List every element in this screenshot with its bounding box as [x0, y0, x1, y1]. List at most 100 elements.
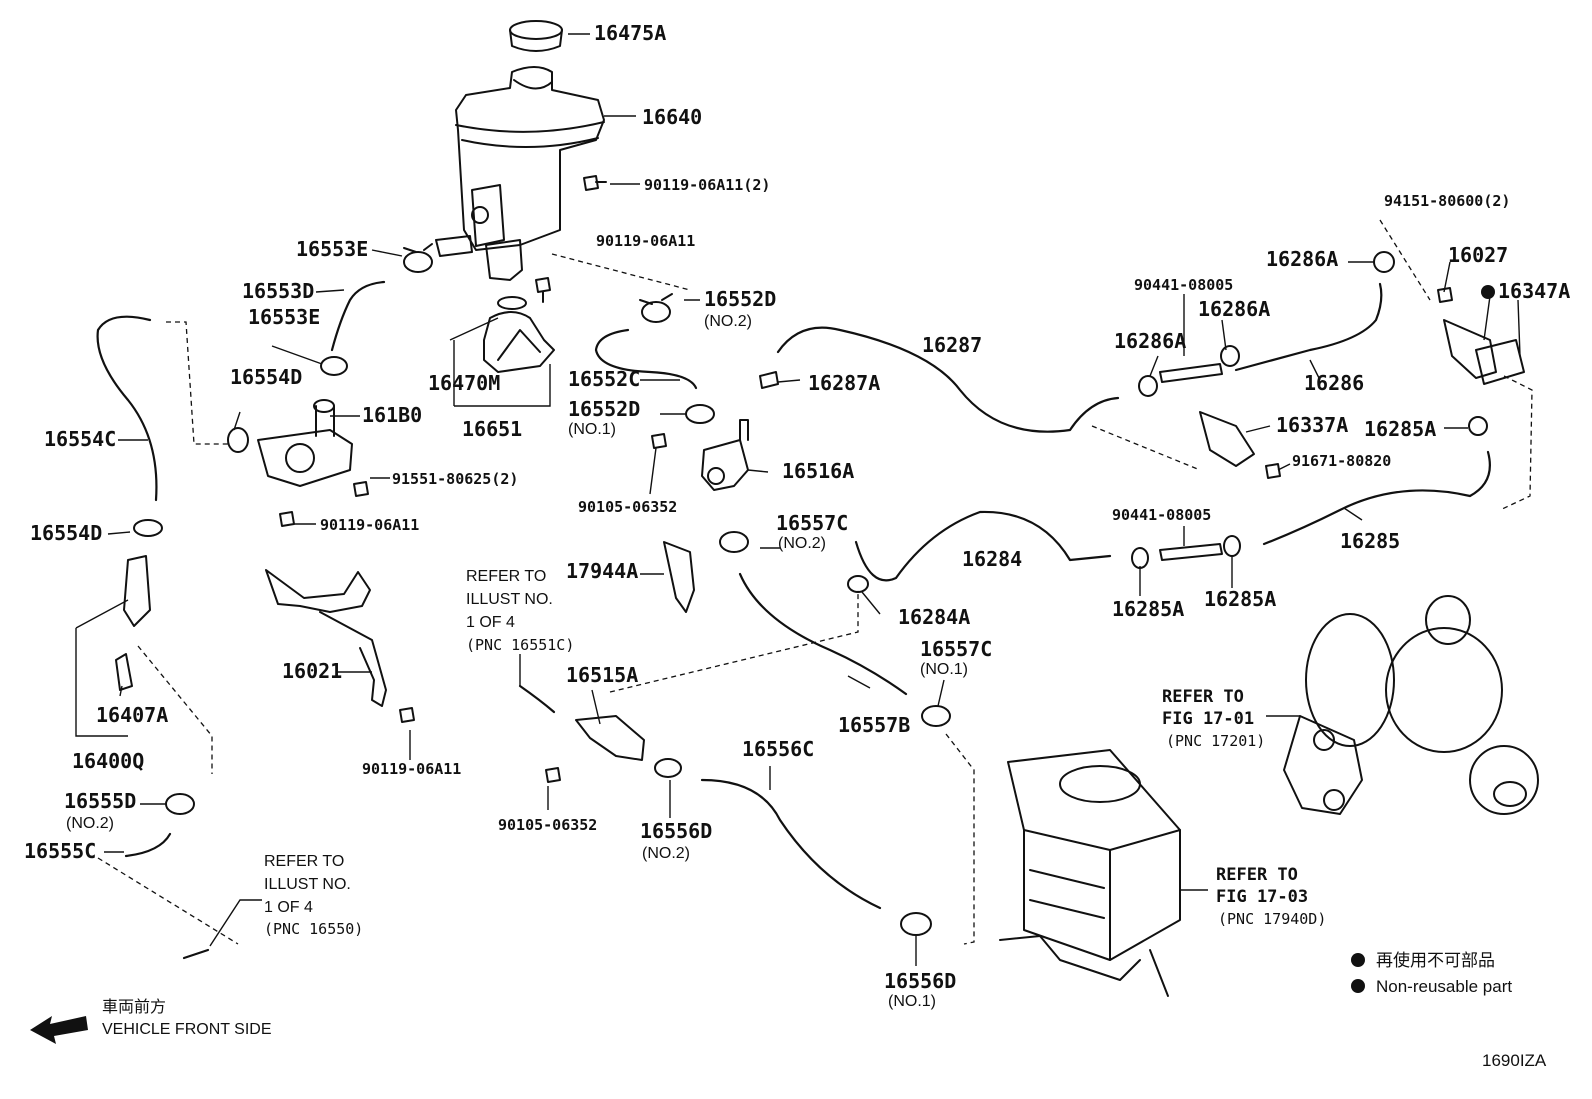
label-16284[interactable]: 16284 [962, 547, 1022, 571]
label-16553d[interactable]: 16553D [242, 279, 314, 303]
pipe-90441-08005-upper [1159, 363, 1223, 383]
hose-16284 [854, 510, 1112, 582]
label-16557c-b[interactable]: 16557C [920, 637, 992, 661]
label-90441-08005-b[interactable]: 90441-08005 [1112, 506, 1211, 524]
label-16284a[interactable]: 16284A [898, 605, 970, 629]
hose-16286 [1234, 282, 1383, 372]
bolt-90119-06a11-lower [399, 707, 415, 723]
label-16475a[interactable]: 16475A [594, 21, 666, 45]
label-16552d-a[interactable]: 16552D [704, 287, 776, 311]
pump-bracket [265, 569, 387, 707]
refer-line: (PNC 16551C) [466, 636, 574, 654]
label-16285[interactable]: 16285 [1340, 529, 1400, 553]
label-16554d-b[interactable]: 16554D [30, 521, 102, 545]
label-91551-80625[interactable]: 91551-80625(2) [392, 470, 518, 488]
qty-16556d-b: (NO.1) [888, 993, 936, 1010]
clamp-16553e-lower [320, 356, 348, 376]
label-90119-06a11-a[interactable]: 90119-06A11 [596, 232, 695, 250]
label-16552d-b[interactable]: 16552D [568, 397, 640, 421]
bolt-90119-06a11-tank [583, 175, 607, 191]
label-16287a[interactable]: 16287A [808, 371, 880, 395]
label-90105-06352-b[interactable]: 90105-06352 [498, 816, 597, 834]
label-16021[interactable]: 16021 [282, 659, 342, 683]
label-16515a[interactable]: 16515A [566, 663, 638, 687]
label-16556c[interactable]: 16556C [742, 737, 814, 761]
label-16285a-a[interactable]: 16285A [1364, 417, 1436, 441]
label-16516a[interactable]: 16516A [782, 459, 854, 483]
refer-line: (PNC 16550) [264, 920, 363, 938]
hose-connector-16400q [123, 555, 151, 627]
label-90105-06352-a[interactable]: 90105-06352 [578, 498, 677, 516]
label-16027[interactable]: 16027 [1448, 243, 1508, 267]
label-16555d[interactable]: 16555D [64, 789, 136, 813]
qty-16552d-a: (NO.2) [704, 313, 752, 330]
label-16286a-c[interactable]: 16286A [1114, 329, 1186, 353]
refer-note-fig-17-01[interactable]: REFER TO FIG 17-01 (PNC 17201) [1162, 687, 1265, 750]
water-fitting-16516a [701, 419, 749, 491]
bolt-94151-80600 [1437, 287, 1453, 303]
sensor-16337a [1199, 411, 1255, 467]
label-16556d-a[interactable]: 16556D [640, 819, 712, 843]
label-16553e-a[interactable]: 16553E [296, 237, 368, 261]
turbocharger [1283, 595, 1539, 815]
label-17944a[interactable]: 17944A [566, 559, 638, 583]
hose-16556c [700, 778, 882, 910]
label-90119-06a11-c[interactable]: 90119-06A11 [362, 760, 461, 778]
label-16286a-a[interactable]: 16286A [1266, 247, 1338, 271]
hose-16554c [96, 315, 158, 502]
label-16285a-b[interactable]: 16285A [1112, 597, 1184, 621]
label-94151-80600[interactable]: 94151-80600(2) [1384, 192, 1510, 210]
hose-16287 [776, 326, 1120, 433]
refer-note-16550[interactable]: REFER TO ILLUST NO. 1 OF 4 (PNC 16550) [264, 853, 363, 938]
hose-16553d [330, 280, 386, 352]
label-161b0[interactable]: 161B0 [362, 403, 422, 427]
label-16555c[interactable]: 16555C [24, 839, 96, 863]
hose-16552c [594, 328, 698, 390]
clamp-16552d-no2 [639, 293, 673, 323]
intercooler [999, 749, 1181, 997]
clamp-16553e-upper [403, 243, 433, 273]
clamp-16285a-left [1131, 547, 1149, 569]
label-16407a[interactable]: 16407A [96, 703, 168, 727]
label-91671-80820[interactable]: 91671-80820 [1292, 452, 1391, 470]
refer-line: 1 OF 4 [466, 614, 515, 631]
label-16337a[interactable]: 16337A [1276, 413, 1348, 437]
non-reusable-marker-icon [1481, 285, 1495, 299]
clamp-16286a-upper [1373, 251, 1395, 273]
label-16553e-b[interactable]: 16553E [248, 305, 320, 329]
bolt-91551-80625 [353, 481, 369, 497]
label-16286[interactable]: 16286 [1304, 371, 1364, 395]
filled-circle-icon [1351, 953, 1365, 967]
clamp-16557c-no1 [921, 705, 951, 727]
label-16470m[interactable]: 16470M [428, 371, 500, 395]
label-16557b[interactable]: 16557B [838, 713, 910, 737]
clamp-16555d-no2 [165, 793, 195, 815]
hose-ref-16550 [182, 948, 210, 960]
label-16640[interactable]: 16640 [642, 105, 702, 129]
refer-note-16551c[interactable]: REFER TO ILLUST NO. 1 OF 4 (PNC 16551C) [466, 568, 574, 654]
label-90441-08005-a[interactable]: 90441-08005 [1134, 276, 1233, 294]
water-fitting-16515a [575, 715, 645, 761]
label-16554c[interactable]: 16554C [44, 427, 116, 451]
bolt-91671-80820 [1265, 463, 1281, 479]
qty-16555d: (NO.2) [66, 815, 114, 832]
label-90119-06a11-2[interactable]: 90119-06A11(2) [644, 176, 770, 194]
label-90119-06a11-b[interactable]: 90119-06A11 [320, 516, 419, 534]
label-16556d-b[interactable]: 16556D [884, 969, 956, 993]
label-16651[interactable]: 16651 [462, 417, 522, 441]
label-16347a[interactable]: 16347A [1498, 279, 1570, 303]
label-16552c[interactable]: 16552C [568, 367, 640, 391]
label-16287[interactable]: 16287 [922, 333, 982, 357]
label-16285a-c[interactable]: 16285A [1204, 587, 1276, 611]
legend-en: Non-reusable part [1376, 977, 1512, 996]
leader-lines [75, 33, 1521, 966]
qty-16557c-b: (NO.1) [920, 661, 968, 678]
refer-line: (PNC 17940D) [1218, 910, 1326, 928]
label-16400q[interactable]: 16400Q [72, 749, 144, 773]
refer-note-fig-17-03[interactable]: REFER TO FIG 17-03 (PNC 17940D) [1216, 865, 1326, 928]
refer-line: ILLUST NO. [466, 591, 553, 608]
label-16554d-a[interactable]: 16554D [230, 365, 302, 389]
label-16286a-b[interactable]: 16286A [1198, 297, 1270, 321]
label-16557c-a[interactable]: 16557C [776, 511, 848, 535]
